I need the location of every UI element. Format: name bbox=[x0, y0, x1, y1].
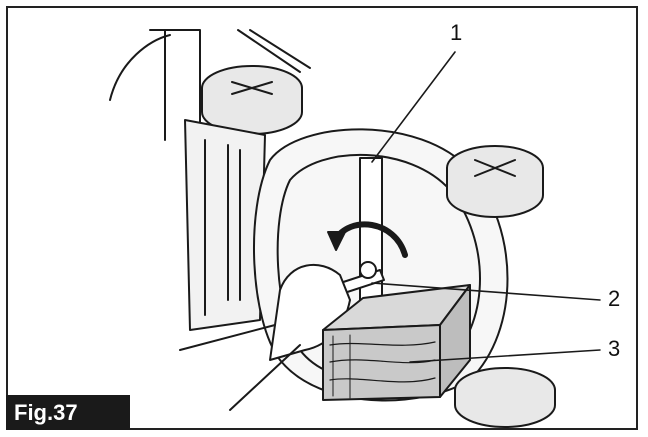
rear-wheel-top bbox=[201, 65, 303, 135]
callout-3: 3 bbox=[608, 336, 621, 361]
callout-1: 1 bbox=[450, 20, 463, 45]
front-wheel-bottom bbox=[454, 367, 556, 428]
mower-body-side bbox=[184, 119, 266, 331]
rotation-arrow bbox=[327, 221, 408, 258]
mower-handle bbox=[109, 29, 311, 141]
wooden-block bbox=[322, 284, 471, 401]
figure-label: Fig.37 bbox=[6, 395, 130, 430]
callout-2: 2 bbox=[608, 286, 621, 311]
leader-lines bbox=[371, 51, 601, 363]
leader-line-1 bbox=[371, 51, 456, 163]
leader-line-3 bbox=[409, 349, 601, 363]
front-wheel-right bbox=[446, 145, 544, 218]
leader-line-2 bbox=[371, 282, 601, 301]
